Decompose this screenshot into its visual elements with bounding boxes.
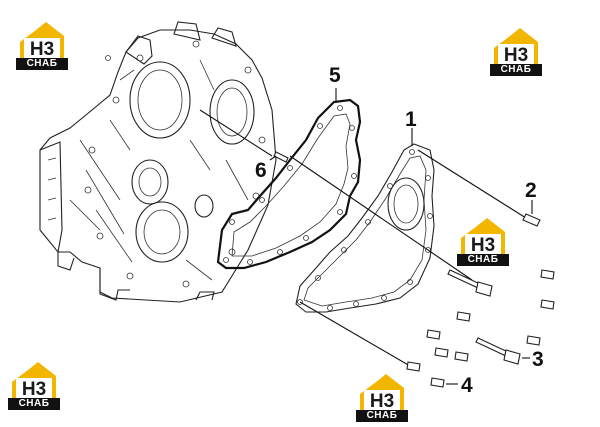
cover-plate-part-1 (295, 143, 435, 313)
svg-text:H3: H3 (22, 379, 46, 400)
house-roof-logo-icon: H3 (12, 362, 56, 400)
watermark-logo-bottom-center: H3 СНАБ (356, 372, 408, 424)
house-roof-logo-icon: H3 (360, 374, 404, 412)
watermark-brand-text: СНАБ (8, 398, 60, 410)
callout-4: 4 (461, 374, 473, 397)
long-bolt-upper (447, 269, 493, 297)
callout-3: 3 (532, 348, 544, 371)
callout-6: 6 (255, 159, 267, 182)
gasket-part-5 (216, 98, 362, 270)
small-bolts-part-4 (406, 269, 555, 388)
house-roof-logo-icon: H3 (494, 28, 538, 66)
watermark-brand-text: СНАБ (16, 58, 68, 70)
callout-5: 5 (329, 64, 341, 87)
svg-text:H3: H3 (471, 235, 495, 256)
dowel-pin-part-6 (273, 151, 289, 163)
front-housing (39, 21, 277, 303)
watermark-brand-text: СНАБ (490, 64, 542, 76)
watermark-brand-text: СНАБ (356, 410, 408, 422)
house-roof-logo-icon: H3 (20, 22, 64, 60)
callout-2: 2 (525, 179, 537, 202)
svg-text:H3: H3 (30, 39, 54, 60)
svg-text:H3: H3 (504, 45, 528, 66)
callout-1: 1 (405, 108, 417, 131)
watermark-logo-bottom-left: H3 СНАБ (8, 360, 60, 412)
callout-leaders (269, 88, 533, 385)
watermark-logo-top-right: H3 СНАБ (490, 26, 542, 78)
watermark-logo-top-left: H3 СНАБ (16, 20, 68, 72)
svg-text:H3: H3 (370, 391, 394, 412)
house-roof-logo-icon: H3 (461, 218, 505, 256)
watermark-logo-center-right: H3 СНАБ (457, 216, 509, 268)
watermark-brand-text: СНАБ (457, 254, 509, 266)
alignment-lines (199, 109, 527, 367)
bolt-part-2 (522, 213, 541, 227)
long-bolt-part-3 (475, 337, 521, 365)
